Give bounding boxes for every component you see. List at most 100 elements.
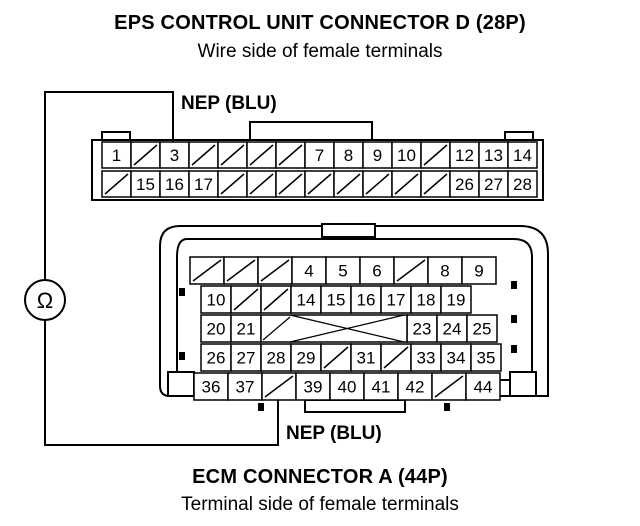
ecm-terminal-row4-2-number: 28 [267,349,286,368]
eps-probe-label: NEP (BLU) [181,93,277,114]
eps-terminal-row1-9-number: 9 [373,146,382,165]
ecm-terminal-row4-2-cavity [260,343,292,372]
eps-terminal-row1-14-number: 14 [513,146,532,165]
ecm-terminal-row2-5-number: 16 [357,291,376,310]
ecm-terminal-row2-3-cavity [290,285,322,314]
ecm-terminal-row3-left-0-number: 20 [207,320,226,339]
ecm-terminal-row4-5-cavity [350,343,382,372]
ecm-terminal-row5-5-number: 41 [372,378,391,397]
ecm-terminal-row2-7-number: 18 [417,291,436,310]
eps-terminal-row2-9-empty-slash [365,173,390,195]
ecm-terminal-row5-4-number: 40 [338,378,357,397]
eps-terminal-row2-11-empty-slash [423,173,448,195]
ecm-terminal-row3-right-0-number: 23 [413,320,432,339]
ecm-terminal-row1-3-number: 4 [304,262,313,281]
eps-terminal-row2-6-empty-slash [278,173,303,195]
ecm-terminal-row5-1-cavity [227,372,263,401]
eps-terminal-row2-10-empty-slash [394,173,419,195]
eps-terminal-row1-4-empty-slash [220,144,245,166]
ecm-terminal-row5-0-cavity [193,372,229,401]
eps-connector [91,121,544,201]
ecm-terminal-row2-0-cavity [200,285,232,314]
meter-wire [44,91,279,446]
ecm-terminal-row5-8-cavity [465,372,501,401]
eps-terminal-row2-13-number: 27 [484,175,503,194]
ecm-terminal-row4-0-number: 26 [207,349,226,368]
ecm-blank-block-line-2 [262,316,291,341]
ecm-terminal-row1-7-number: 8 [440,262,449,281]
eps-terminal-row1-3-empty-slash [191,144,216,166]
ecm-terminal-row1-4-number: 5 [338,262,347,281]
ecm-terminal-row1-5-cavity [359,256,395,285]
ecm-terminal-row4-1-number: 27 [237,349,256,368]
ecm-terminal-row1-4-cavity [325,256,361,285]
ecm-connector-title: ECM CONNECTOR A (44P) [192,466,448,488]
ecm-locating-tabs [179,281,517,411]
eps-terminal-row2-12-number: 26 [455,175,474,194]
ecm-terminal-row2-6-number: 17 [387,291,406,310]
ecm-terminal-row5-1-number: 37 [236,378,255,397]
ecm-terminal-row5-2-empty-slash [264,375,294,398]
ecm-terminal-row3-right-2-number: 25 [473,320,492,339]
ecm-terminal-row1-5-number: 6 [372,262,381,281]
ecm-terminal-row2-4-number: 15 [327,291,346,310]
ecm-terminal-row3-right-1-number: 24 [443,320,462,339]
eps-terminal-row1-1-empty-slash [133,144,158,166]
ecm-blank-block-line-1 [289,314,405,343]
ecm-terminal-row4-7-cavity [410,343,442,372]
ecm-terminal-row2-2-empty-slash [263,288,289,311]
ohm-symbol-icon: Ω [37,288,53,313]
ecm-terminal-row1-6-empty-slash [396,259,426,282]
ecm-terminal-row2-3-number: 14 [297,291,316,310]
eps-terminal-row1-0-number: 1 [112,146,121,165]
ecm-terminal-row4-9-number: 35 [477,349,496,368]
ecm-terminal-row4-5-number: 31 [357,349,376,368]
ecm-terminal-row5-4-cavity [329,372,365,401]
eps-terminal-row2-2-number: 16 [165,175,184,194]
ecm-terminal-row3-left-0-cavity [200,314,232,343]
eps-terminal-row2-5-empty-slash [249,173,274,195]
eps-terminal-row1-7-cavity [304,141,335,169]
ecm-terminal-row1-2-empty-slash [260,259,290,282]
ecm-connector [159,223,549,413]
eps-terminal-row1-13-cavity [478,141,509,169]
eps-terminal-row1-2-number: 3 [170,146,179,165]
eps-terminal-row2-12-cavity [449,170,480,198]
ecm-terminal-row3-right-1-cavity [436,314,468,343]
ecm-terminal-row4-8-number: 34 [447,349,466,368]
ohmmeter: Ω [24,279,66,321]
eps-terminal-row2-3-number: 17 [194,175,213,194]
ecm-terminal-row5-0-number: 36 [202,378,221,397]
eps-terminal-row1-11-empty-slash [423,144,448,166]
ecm-terminal-row5-8-number: 44 [474,378,493,397]
ecm-terminal-row1-8-number: 9 [474,262,483,281]
ecm-terminal-row2-5-cavity [350,285,382,314]
ecm-terminal-row5-6-number: 42 [406,378,425,397]
eps-connector-subtitle: Wire side of female terminals [197,41,443,62]
ecm-terminal-row2-4-cavity [320,285,352,314]
ecm-connector-subtitle: Terminal side of female terminals [181,494,459,515]
ecm-terminal-row2-7-cavity [410,285,442,314]
eps-terminal-row2-0-empty-slash [104,173,129,195]
ecm-terminal-row4-9-cavity [470,343,502,372]
eps-terminal-row1-7-number: 7 [315,146,324,165]
eps-terminal-row1-8-cavity [333,141,364,169]
ecm-terminal-row2-8-number: 19 [447,291,466,310]
ecm-terminal-row1-1-empty-slash [226,259,256,282]
eps-terminal-row2-14-cavity [507,170,538,198]
eps-terminal-row1-12-number: 12 [455,146,474,165]
eps-terminal-row1-6-empty-slash [278,144,303,166]
ecm-terminal-row5-7-empty-slash [434,375,464,398]
ecm-terminal-row2-8-cavity [440,285,472,314]
ecm-terminal-row2-1-empty-slash [233,288,259,311]
ecm-terminal-row4-6-empty-slash [383,346,409,369]
ecm-terminal-row2-0-number: 10 [207,291,226,310]
eps-connector-title: EPS CONTROL UNIT CONNECTOR D (28P) [114,12,526,34]
eps-terminal-row2-1-number: 15 [136,175,155,194]
ecm-terminal-row5-3-number: 39 [304,378,323,397]
eps-terminal-row2-7-empty-slash [307,173,332,195]
eps-terminal-row2-13-cavity [478,170,509,198]
eps-terminal-row1-14-cavity [507,141,538,169]
eps-terminal-row2-14-number: 28 [513,175,532,194]
